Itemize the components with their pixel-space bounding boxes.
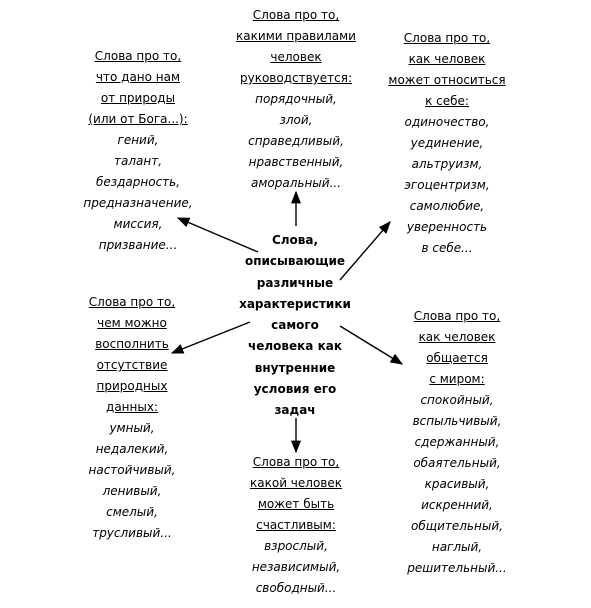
block-item: сдержанный,: [414, 435, 500, 449]
block-item: гений,: [117, 133, 159, 147]
block-heading-line: природных: [96, 379, 168, 393]
block-heading-line: данных:: [106, 400, 158, 414]
block-heading-line: восполнить: [95, 337, 169, 351]
block-nature: Слова про то, что дано нам от природы (и…: [58, 46, 218, 256]
block-item: недалекий,: [95, 442, 169, 456]
block-item: умный,: [109, 421, 155, 435]
block-heading-line: руководствуется:: [239, 71, 352, 85]
block-heading-line: может относиться: [388, 73, 506, 87]
block-heading-line: как человек: [408, 52, 486, 66]
block-item: настойчивый,: [88, 463, 176, 477]
block-heading-line: Слова про то,: [252, 455, 340, 469]
center-line: Слова,: [271, 233, 319, 247]
block-item: одиночество,: [404, 115, 490, 129]
block-item: обаятельный,: [413, 456, 501, 470]
block-item: наглый,: [431, 540, 483, 554]
block-item: взрослый,: [264, 539, 328, 553]
block-item: спокойный,: [420, 393, 494, 407]
block-heading-line: к себе:: [425, 94, 469, 108]
block-item: красивый,: [424, 477, 490, 491]
block-item: аморальный...: [250, 176, 342, 190]
block-rules: Слова про то, какими правилами человек р…: [196, 5, 396, 194]
center-line: условия его: [253, 382, 337, 397]
block-heading-line: человек: [270, 50, 322, 64]
block-item: талант,: [113, 154, 163, 168]
center-line: задач: [274, 403, 316, 418]
block-heading-line: счастливым:: [256, 518, 336, 532]
block-communication: Слова про то, как человек общается с мир…: [382, 306, 532, 579]
block-item: в себе...: [421, 241, 473, 255]
center-concept: Слова, описывающие различные характерист…: [236, 230, 354, 422]
block-item: трусливый...: [92, 526, 172, 540]
arrow-to-bottom-left: [170, 321, 251, 354]
center-line: характеристики: [239, 296, 351, 311]
block-heading-line: что дано нам: [95, 70, 181, 84]
block-item: уединение,: [410, 136, 484, 150]
center-line: самого: [271, 318, 319, 333]
block-heading-line: общается: [426, 351, 488, 365]
block-item: предназначение,: [83, 196, 193, 210]
block-heading-line: Слова про то,: [413, 309, 501, 323]
center-line: человека как: [248, 339, 342, 354]
block-item: уверенность: [406, 220, 488, 234]
block-item: общительный,: [411, 519, 503, 533]
arrow-to-top-right: [339, 221, 391, 281]
block-item: решительный...: [407, 561, 507, 575]
block-heading-line: может быть: [257, 497, 335, 511]
block-heading-line: чем можно: [97, 316, 167, 330]
block-item: призвание...: [98, 238, 178, 252]
block-heading-line: какой человек: [250, 476, 342, 490]
block-item: самолюбие,: [409, 199, 485, 213]
block-heading-line: от природы: [100, 91, 176, 105]
block-heading-line: как человек: [418, 330, 496, 344]
block-heading-line: Слова про то,: [403, 31, 491, 45]
block-item: миссия,: [113, 217, 163, 231]
block-heading-line: Слова про то,: [88, 295, 176, 309]
block-self-attitude: Слова про то, как человек может относить…: [372, 28, 522, 259]
block-item: независимый,: [251, 560, 341, 574]
block-heading-line: какими правилами: [236, 29, 356, 43]
center-line: описывающие: [244, 254, 346, 269]
block-heading-line: Слова про то,: [94, 49, 182, 63]
block-item: эгоцентризм,: [404, 178, 490, 192]
block-item: справедливый,: [248, 134, 344, 148]
center-line: различные: [256, 275, 334, 290]
block-item: порядочный,: [255, 92, 337, 106]
block-item: свободный...: [255, 581, 337, 595]
center-line: внутренние: [254, 360, 336, 375]
block-happiness: Слова про то, какой человек может быть с…: [226, 452, 366, 599]
block-item: злой,: [279, 113, 313, 127]
block-item: вспыльчивый,: [412, 414, 502, 428]
arrow-to-top-left: [176, 217, 259, 253]
block-item: альтруизм,: [411, 157, 483, 171]
block-heading-line: отсутствие: [96, 358, 168, 372]
block-item: искренний,: [421, 498, 493, 512]
block-heading-line: Слова про то,: [252, 8, 340, 22]
block-heading-line: с миром:: [429, 372, 485, 386]
block-item: смелый,: [106, 505, 158, 519]
block-item: нравственный,: [248, 155, 344, 169]
block-item: ленивый,: [102, 484, 162, 498]
block-item: бездарность,: [95, 175, 181, 189]
block-heading-line: (или от Бога...):: [88, 112, 188, 126]
arrow-to-bottom-right: [339, 325, 404, 365]
block-compensation: Слова про то, чем можно восполнить отсут…: [62, 292, 202, 544]
